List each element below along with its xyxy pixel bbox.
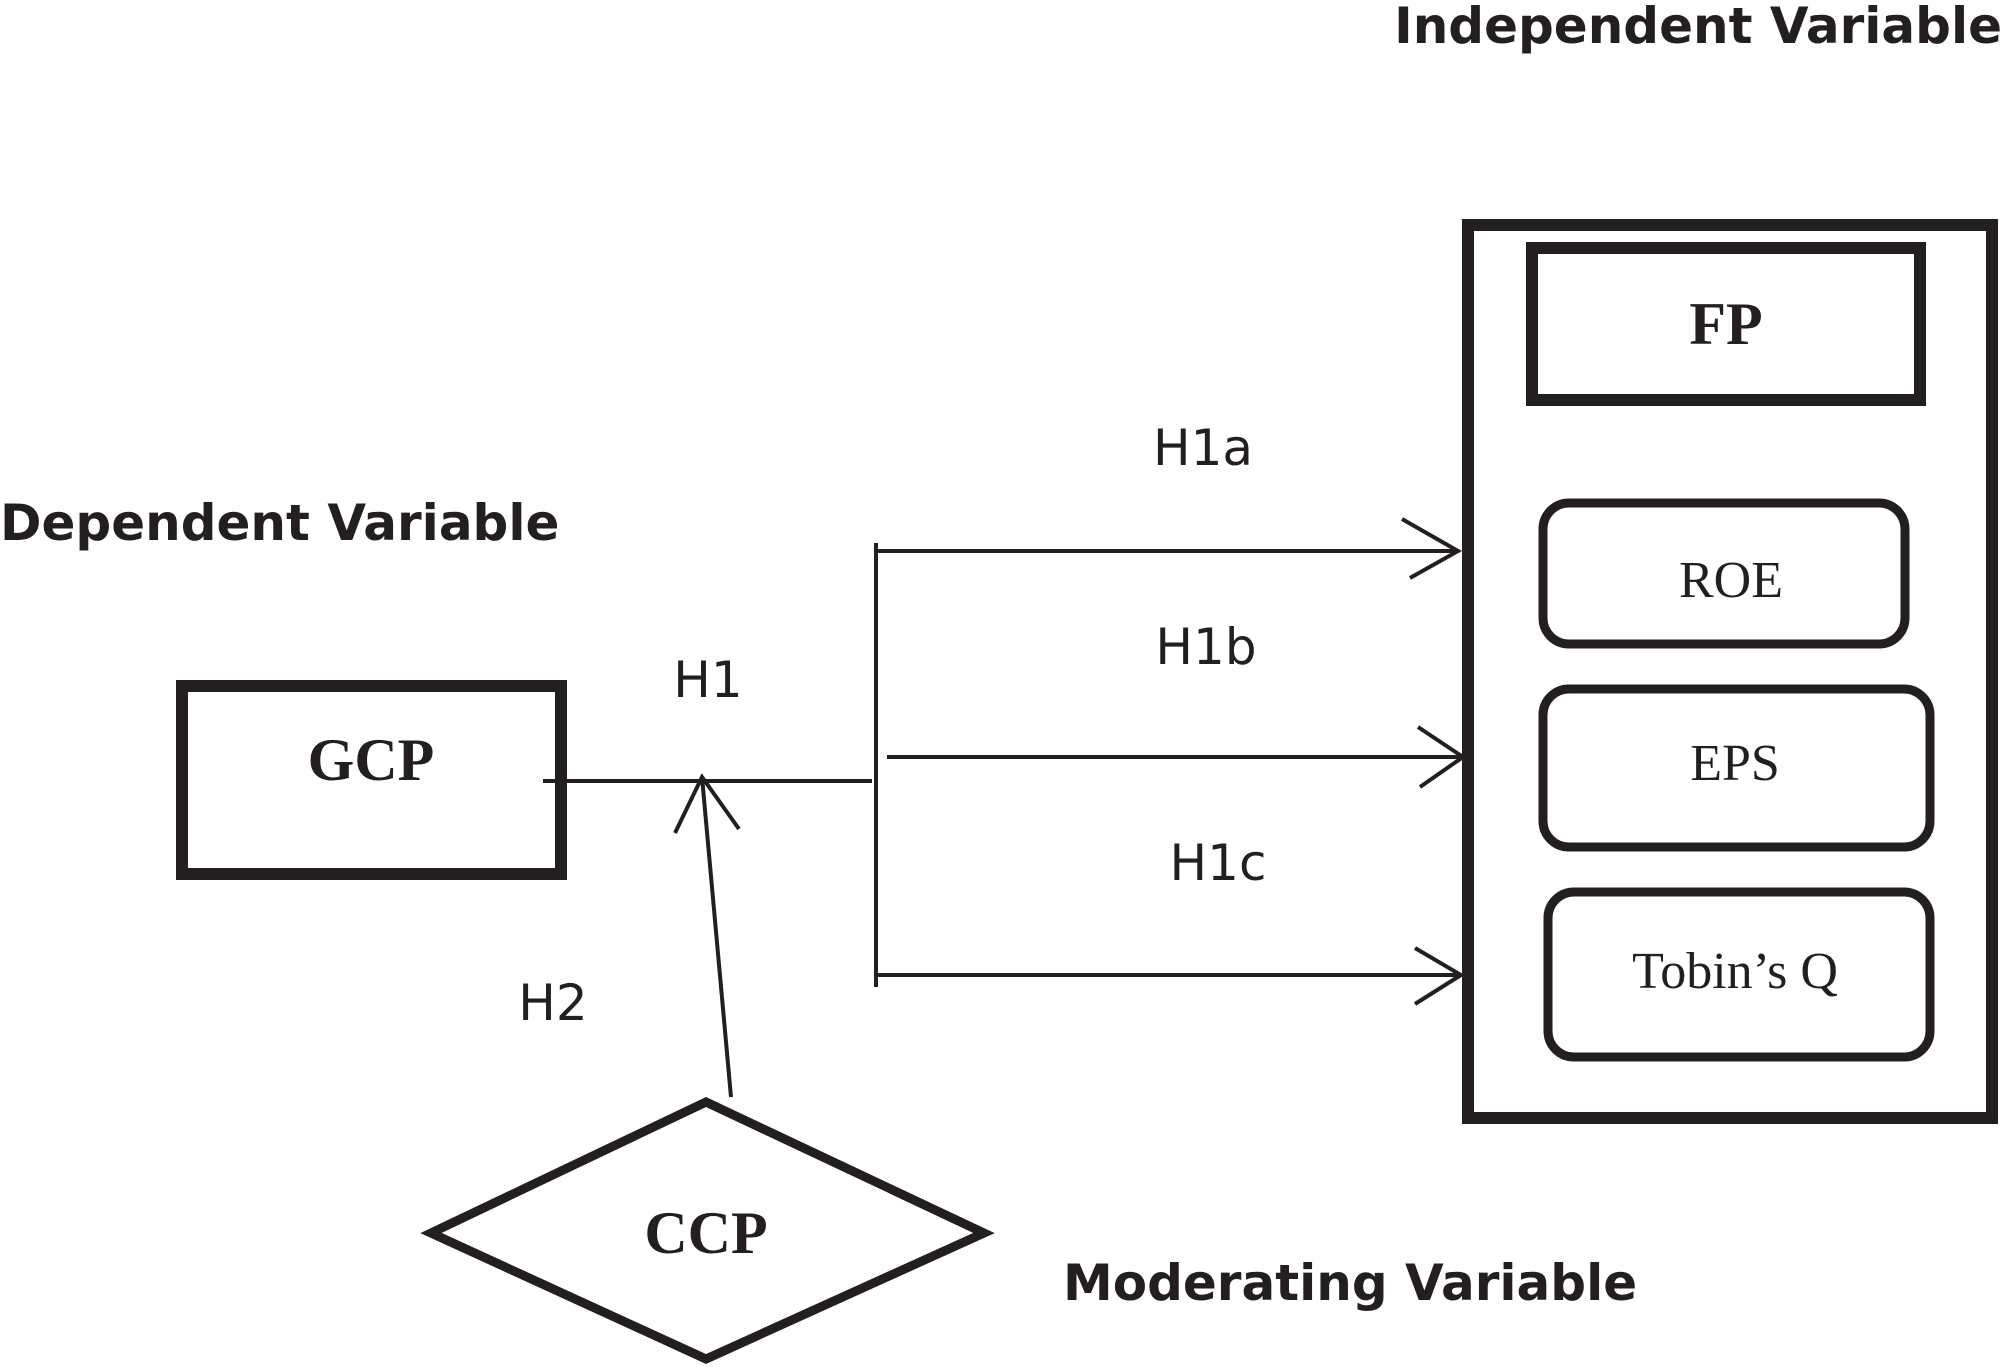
tobins-q-label: Tobin’s Q [1632, 943, 1838, 1000]
h1a-arrowhead [1401, 517, 1463, 580]
gcp-label: GCP [308, 727, 435, 793]
eps-label: EPS [1690, 735, 1780, 792]
dependent-variable-heading: Dependent Variable [0, 494, 559, 552]
fp-label: FP [1689, 291, 1762, 357]
fp-container [1462, 219, 1998, 1124]
ccp-label: CCP [644, 1200, 767, 1266]
h2-label: H2 [518, 974, 587, 1032]
h1-label: H1 [673, 651, 742, 709]
h2-arrow-line [700, 776, 733, 1098]
h1b-label: H1b [1155, 618, 1256, 676]
tobins-q-box [1543, 887, 1935, 1062]
independent-variable-heading: Independent Variable [1394, 0, 2002, 55]
h1c-label: H1c [1170, 834, 1267, 892]
h1c-arrowhead [1413, 946, 1465, 1006]
h1a-label: H1a [1153, 419, 1253, 477]
ccp-diamond [420, 1097, 995, 1364]
moderating-variable-heading: Moderating Variable [1063, 1254, 1637, 1312]
eps-box [1538, 684, 1935, 852]
fp-header-box [1526, 242, 1926, 406]
roe-label: ROE [1679, 552, 1783, 609]
roe-box [1538, 498, 1910, 649]
h2-arrowhead [673, 773, 741, 834]
